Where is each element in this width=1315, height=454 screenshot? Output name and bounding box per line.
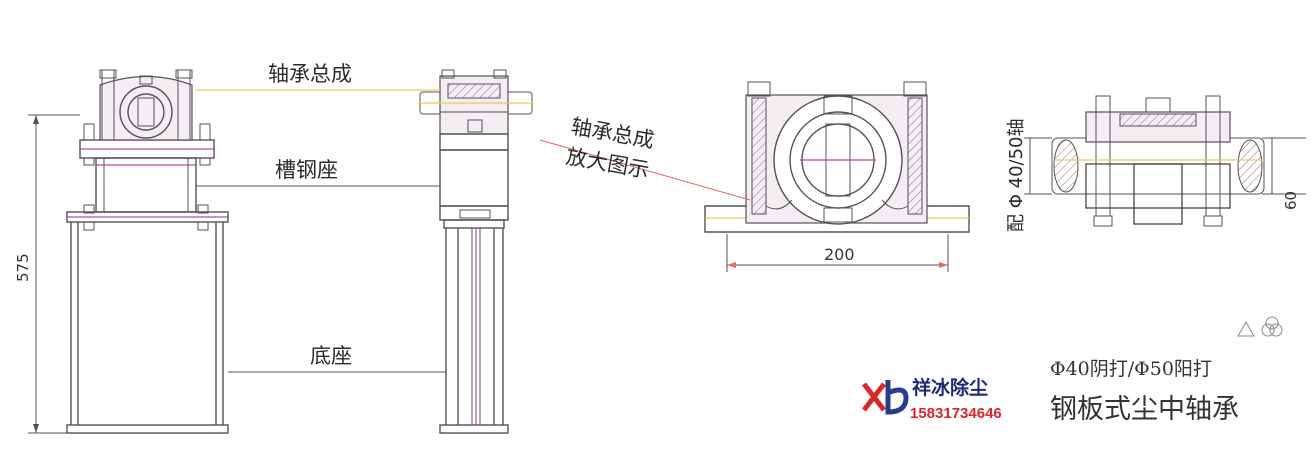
thread-spec: Φ40阴打/Φ50阳打 [1050, 358, 1212, 380]
side-view [418, 69, 534, 434]
enlarged-side-view [1024, 95, 1306, 227]
channel-seat-body [95, 157, 197, 213]
weld-symbol-icon [1237, 316, 1283, 337]
dim-200: 200 [824, 245, 855, 264]
label-shaft-fit: 配 Φ 40/50轴 [1006, 119, 1027, 232]
leader-enlarged [539, 139, 751, 201]
dim-575: 575 [14, 253, 32, 282]
side-seat [439, 149, 509, 207]
enlarged-front-view [704, 81, 970, 272]
enlarged-shaft [1051, 137, 1265, 195]
dim-60: 60 [1282, 191, 1300, 210]
label-channel-seat: 槽钢座 [275, 158, 338, 182]
label-base: 底座 [310, 344, 352, 368]
product-title: 钢板式尘中轴承 [1050, 394, 1239, 425]
brand-logo-icon [862, 380, 909, 415]
brand-name: 祥冰除尘 [912, 376, 988, 399]
brand-phone: 15831734646 [910, 405, 1002, 422]
label-bearing-assembly: 轴承总成 [268, 62, 352, 86]
base-bottom-plate [66, 424, 229, 434]
front-view [28, 69, 229, 434]
